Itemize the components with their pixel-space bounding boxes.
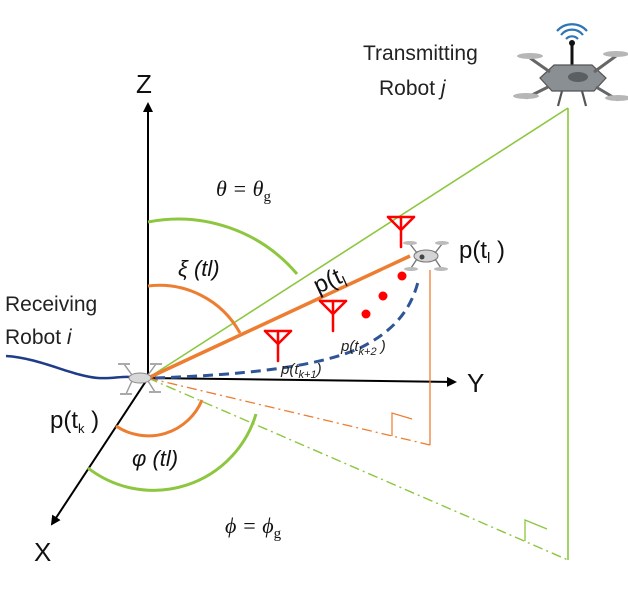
z-axis-label: Z [136, 69, 152, 99]
y-axis [147, 376, 457, 387]
varphi-label: φ (tl) [132, 446, 178, 471]
phi-arc [87, 413, 258, 492]
line-to-p-tl [147, 254, 411, 380]
drone-with-antenna-icon [513, 23, 628, 107]
transmitter-label-robot: Robot j [379, 77, 447, 100]
x-axis-label: X [34, 537, 51, 567]
red-antenna-icon [263, 329, 293, 363]
red-antenna-icon [318, 299, 348, 333]
line-to-transmitter [147, 107, 569, 379]
theta-arc [147, 217, 299, 275]
p-tl-line-label: p(tl [309, 262, 350, 302]
right-angle-marker-icon [524, 519, 548, 541]
theta-label: θ = θg [216, 176, 271, 205]
phi-label: ϕ = ϕg [225, 513, 282, 542]
transmitter-label: Transmitting [363, 42, 478, 65]
path-point [361, 309, 371, 319]
path-point [378, 291, 388, 301]
drone-icon [403, 241, 449, 271]
varphi-arc [115, 399, 204, 438]
transmitter-ground-projection [147, 377, 569, 561]
receiver-trajectory [5, 354, 131, 380]
p-tl-ground-projection [147, 377, 431, 446]
xi-arc [147, 283, 242, 334]
drone-icon [118, 363, 162, 395]
red-antenna-icon [386, 215, 416, 249]
xi-label: ξ (tl) [178, 256, 220, 281]
p-tl-right-label: p(tl ) [459, 237, 505, 267]
predicted-path [154, 281, 420, 380]
receiver-label: Receiving [5, 293, 97, 316]
y-axis-label: Y [467, 368, 484, 398]
x-axis [50, 377, 149, 526]
right-angle-marker-icon [391, 412, 413, 436]
p-tk-label: p(tk ) [50, 407, 99, 436]
p-tk2-label: p(tk+2 ) [340, 338, 386, 358]
p-tk1-label: p(tk+1) [280, 361, 322, 381]
path-point [397, 271, 407, 281]
receiver-label-robot: Robot i [5, 326, 73, 349]
